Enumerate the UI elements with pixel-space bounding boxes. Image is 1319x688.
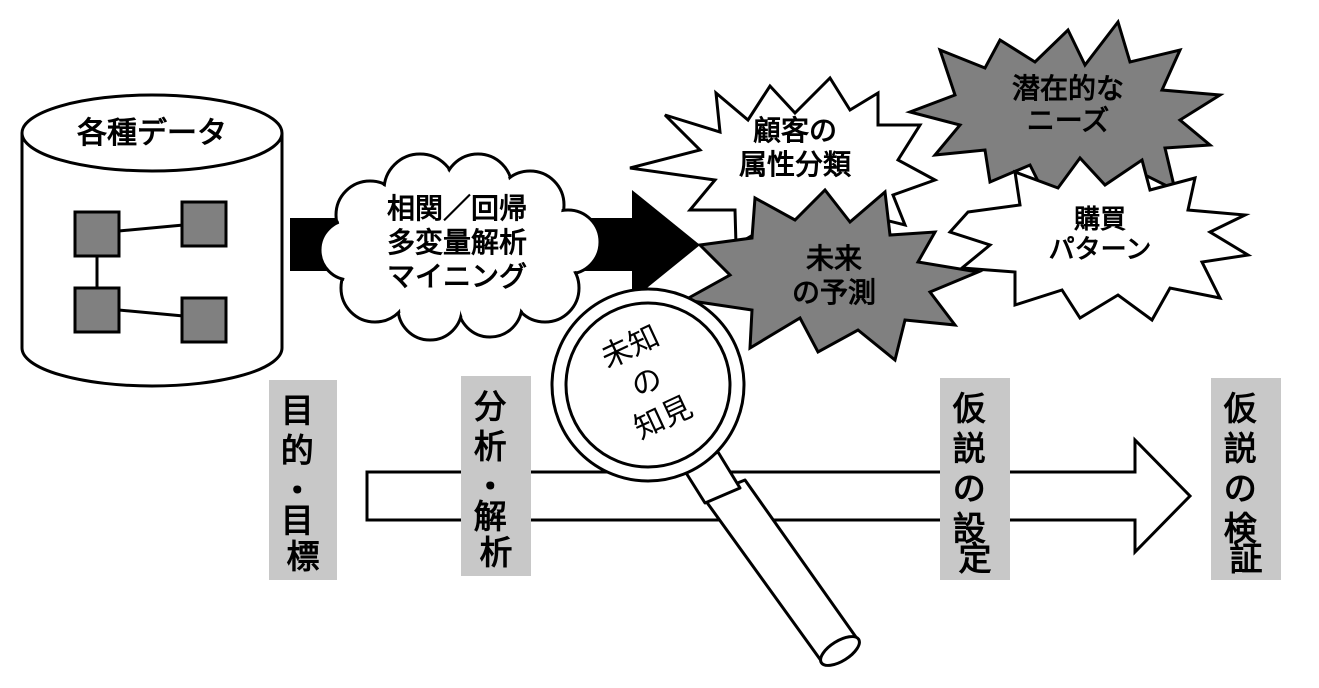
step-char: ・ <box>281 471 314 510</box>
customer-attributes-line-2: 属性分類 <box>739 148 852 181</box>
burst-future-prediction: 未来 の予測 <box>680 187 984 363</box>
step-char: 証 <box>1230 539 1263 578</box>
step-box-purpose: 目 的 ・ 目 標 <box>269 380 337 580</box>
step-label-hypothesis-setting: 仮 説 の 設 定 <box>952 389 998 578</box>
database-label: 各種データ <box>76 116 227 151</box>
step-char: 仮 <box>1223 389 1258 428</box>
cloud-line-2: 多変量解析 <box>387 226 527 259</box>
step-char: 析 <box>474 427 507 466</box>
network-icon <box>73 200 228 344</box>
step-char: 的 <box>281 431 314 470</box>
step-box-hypothesis-setting: 仮 説 の 設 定 <box>940 378 1010 580</box>
step-char: 分 <box>474 387 507 426</box>
step-char: 目 <box>281 501 314 540</box>
step-char: 標 <box>287 537 320 576</box>
step-char: ・ <box>474 467 507 506</box>
step-label-purpose: 目 的 ・ 目 標 <box>281 391 326 576</box>
purchase-pattern-line-1: 購買 <box>1074 205 1126 235</box>
latent-needs-line-2: ニーズ <box>1027 104 1110 137</box>
step-char: の <box>1224 469 1257 508</box>
database-cylinder: 各種データ <box>20 93 284 388</box>
step-char: の <box>953 469 986 508</box>
customer-attributes-line-1: 顧客の <box>753 114 837 147</box>
step-char: 析 <box>480 533 513 572</box>
future-prediction-line-2: の予測 <box>792 276 876 309</box>
step-char: 検 <box>1224 509 1258 548</box>
cloud-line-1: 相関／回帰 <box>387 192 527 225</box>
step-box-hypothesis-verification: 仮 説 の 検 証 <box>1211 378 1281 580</box>
step-char: 設 <box>953 509 986 548</box>
magnifying-glass-icon: 未知 の 知見 <box>550 287 861 667</box>
step-char: 説 <box>1224 429 1257 468</box>
purchase-pattern-line-2: パターン <box>1049 235 1152 265</box>
burst-purchase-pattern: 購買 パターン <box>947 155 1253 323</box>
step-char: 仮 <box>952 389 987 428</box>
future-prediction-line-1: 未来 <box>806 242 862 275</box>
step-char: 解 <box>474 497 507 536</box>
step-char: 目 <box>281 391 314 430</box>
step-char: 定 <box>959 539 992 578</box>
methods-cloud: 相関／回帰 多変量解析 マイニング <box>318 152 602 342</box>
step-label-hypothesis-verification: 仮 説 の 検 証 <box>1223 389 1269 578</box>
cloud-line-3: マイニング <box>387 260 527 293</box>
latent-needs-line-1: 潜在的な <box>1012 72 1124 105</box>
step-label-analysis: 分 析 ・ 解 析 <box>474 387 519 572</box>
step-char: 説 <box>953 429 986 468</box>
step-box-analysis: 分 析 ・ 解 析 <box>461 376 531 576</box>
